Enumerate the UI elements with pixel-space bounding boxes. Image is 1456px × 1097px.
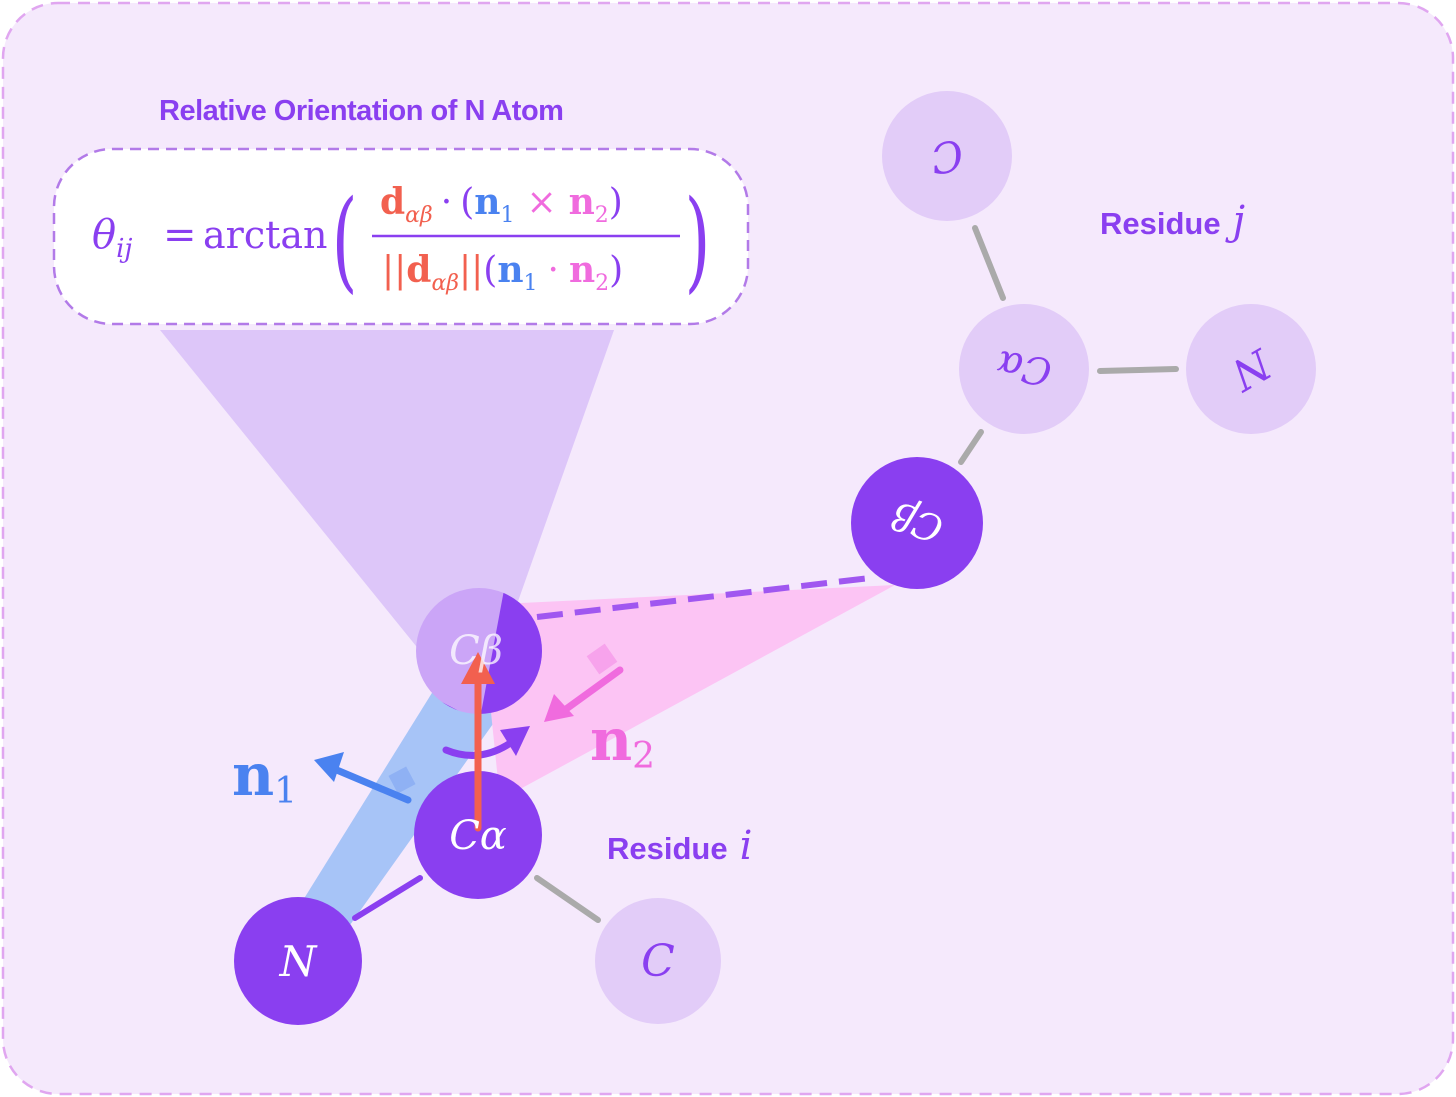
right-angle-n1 <box>388 766 416 794</box>
vector-n1-head <box>314 752 344 782</box>
vector-n2-label: n2 <box>590 706 655 777</box>
formula-equals: = <box>163 212 197 258</box>
vector-n1 <box>328 764 412 804</box>
atom-j-ca <box>959 304 1089 434</box>
vector-n2 <box>558 666 624 716</box>
atom-i-n-label: N <box>279 937 318 986</box>
vector-d-head <box>461 652 495 684</box>
atom-i-cb-label: Cβ <box>449 628 503 674</box>
atom-j-ca-label: Cα <box>993 342 1055 395</box>
atom-i-n <box>234 897 362 1025</box>
formula-arctan: arctan <box>203 213 328 257</box>
atom-j-n <box>1186 304 1316 434</box>
bond-j-ca-n <box>1097 366 1179 374</box>
formula-numerator: dαβ·(n1×n2) <box>380 181 623 228</box>
vector-n1-label: n1 <box>232 741 297 812</box>
rotation-arc-head <box>500 726 530 756</box>
atom-i-c-label: C <box>641 936 675 987</box>
formula-left-paren: ( <box>332 177 358 304</box>
atom-i-c <box>595 898 721 1024</box>
bond-i-n-ca <box>352 875 423 921</box>
vector-n2-head <box>544 694 574 722</box>
bond-i-ca-c <box>534 875 601 923</box>
atom-j-cb <box>851 457 983 589</box>
bond-j-ca-c <box>972 225 1006 301</box>
atom-i-ca <box>414 771 542 899</box>
distance-d-alpha-beta <box>536 575 871 620</box>
formula-lhs: θij <box>92 212 132 264</box>
atom-j-c <box>882 91 1012 221</box>
bond-j-ca-cb <box>958 429 984 465</box>
right-angle-n2 <box>586 643 618 675</box>
title: Relative Orientation of N Atom <box>159 95 563 127</box>
atom-i-ca-label: Cα <box>449 813 507 859</box>
formula-denominator: ||dαβ||(n1·n2) <box>382 249 623 296</box>
formula-right-paren: ) <box>685 177 711 304</box>
plane-n2 <box>480 585 895 800</box>
